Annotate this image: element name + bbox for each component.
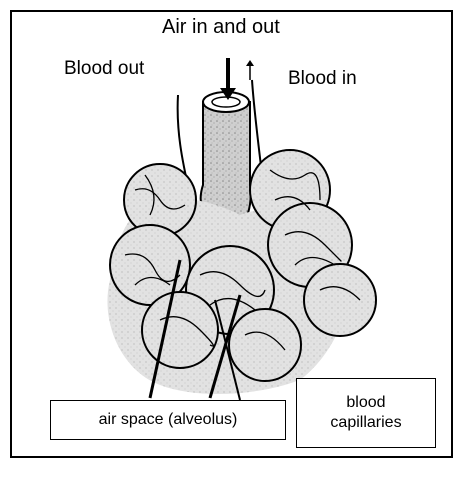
air-in-out-label: Air in and out: [162, 16, 280, 39]
air-space-label: air space (alveolus): [99, 411, 238, 429]
air-space-label-box: air space (alveolus): [50, 400, 286, 440]
blood-in-label: Blood in: [288, 68, 357, 90]
capillaries-label-box: blood capillaries: [296, 378, 436, 448]
capillaries-label-line1: blood: [330, 393, 401, 413]
blood-out-label: Blood out: [64, 58, 144, 80]
blood-in-vessel: [252, 80, 262, 175]
capillaries-label-line2: capillaries: [330, 413, 401, 433]
